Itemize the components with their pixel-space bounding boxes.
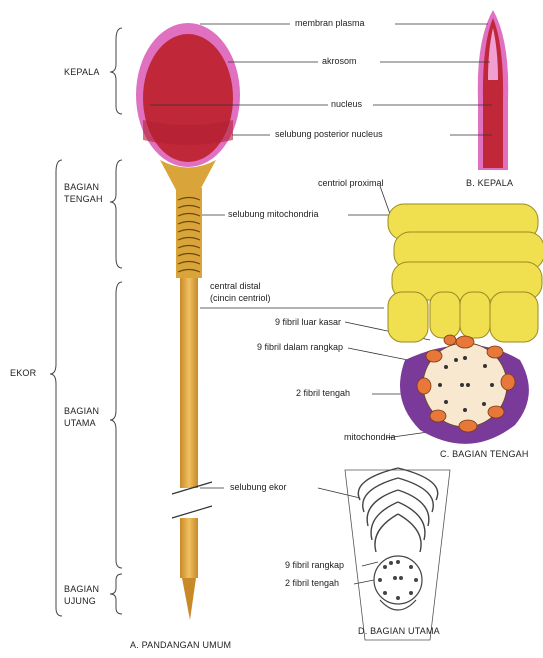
region-bagian-tengah-1: BAGIAN <box>64 182 99 193</box>
region-bagian-ujung-1: BAGIAN <box>64 584 99 595</box>
region-bagian-tengah-2: TENGAH <box>64 194 103 205</box>
label-a-pandangan-umum: A. PANDANGAN UMUM <box>130 640 231 651</box>
principal-piece <box>180 278 198 488</box>
section-outline <box>345 470 450 640</box>
label-selubung-ekor: selubung ekor <box>230 482 287 493</box>
label-mitochondria: mitochondria <box>344 432 396 443</box>
label-c-bagian-tengah: C. BAGIAN TENGAH <box>440 449 529 460</box>
break-mark-2 <box>172 506 212 518</box>
bracket-ekor <box>50 160 62 616</box>
region-kepala: KEPALA <box>64 67 100 78</box>
label-selubung-mitochondria: selubung mitochondria <box>228 209 319 220</box>
label-9-fibril-dalam-rangkap: 9 fibril dalam rangkap <box>257 342 343 353</box>
bracket-ujung <box>110 574 122 614</box>
head-side-view <box>478 10 508 170</box>
region-bagian-utama-2: UTAMA <box>64 418 96 429</box>
sperm-general-view <box>136 23 240 620</box>
region-bagian-ujung-2: UJUNG <box>64 596 96 607</box>
label-central-distal: central distal <box>210 281 261 292</box>
midpiece <box>176 188 202 278</box>
label-cincin-centriol: (cincin centriol) <box>210 293 271 304</box>
bracket-tengah <box>110 160 122 268</box>
label-selubung-posterior-nucleus: selubung posterior nucleus <box>275 129 383 140</box>
yellow-mitochondria <box>388 204 543 342</box>
label-d-bagian-utama: D. BAGIAN UTAMA <box>358 626 440 637</box>
principal-piece-lower <box>180 518 198 578</box>
fibrous-sheath-ribs <box>358 468 437 552</box>
region-ekor: EKOR <box>10 368 36 379</box>
principal-piece-cross-section <box>345 468 450 640</box>
bracket-kepala <box>110 28 122 114</box>
end-piece <box>182 578 196 620</box>
bracket-utama <box>110 282 122 568</box>
label-membran-plasma: membran plasma <box>295 18 365 29</box>
label-nucleus: nucleus <box>331 99 362 110</box>
label-centriol-proximal: centriol proximal <box>318 178 384 189</box>
region-brackets <box>50 28 122 616</box>
label-akrosom: akrosom <box>322 56 357 67</box>
label-2-fibril-tengah: 2 fibril tengah <box>296 388 350 399</box>
label-9-fibril-rangkap: 9 fibril rangkap <box>285 560 344 571</box>
label-b-kepala: B. KEPALA <box>466 178 513 189</box>
label-9-fibril-luar-kasar: 9 fibril luar kasar <box>275 317 341 328</box>
midpiece-cross-section <box>388 204 543 444</box>
label-2-fibril-tengah-utama: 2 fibril tengah <box>285 578 339 589</box>
region-bagian-utama-1: BAGIAN <box>64 406 99 417</box>
